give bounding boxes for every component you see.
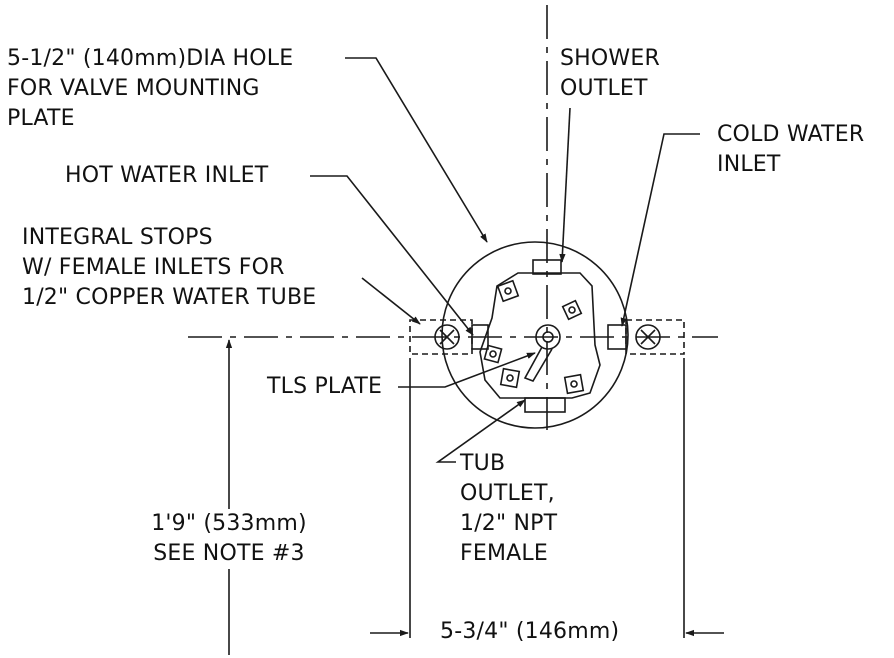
right-integral-stop <box>607 319 685 355</box>
mounting-tabs <box>483 279 585 395</box>
valve-body <box>479 272 601 399</box>
height-dimension-label: 1'9" (533mm) SEE NOTE #3 <box>140 509 318 569</box>
mounting-hole-label: 5-1/2" (140mm)DIA HOLE FOR VALVE MOUNTIN… <box>7 46 294 131</box>
leader-mounting-hole <box>345 57 488 243</box>
leader-hot-water <box>310 175 474 336</box>
tls-plate-handle <box>523 346 553 382</box>
leader-shower-outlet <box>559 107 571 263</box>
shower-outlet-port <box>532 259 562 275</box>
tls-plate-label: TLS PLATE <box>267 374 383 399</box>
valve-hub <box>535 324 561 350</box>
left-integral-stop <box>409 319 489 355</box>
mounting-hole-circle <box>441 241 629 429</box>
tub-outlet-label: TUB OUTLET, 1/2" NPT FEMALE <box>460 451 558 566</box>
leader-cold-water <box>620 133 700 327</box>
width-dimension-label: 5-3/4" (146mm) <box>440 619 620 644</box>
leader-integral-stops <box>361 277 421 325</box>
tub-outlet-port <box>524 397 566 413</box>
hot-water-inlet-label: HOT WATER INLET <box>65 163 269 188</box>
leader-tls-plate <box>398 352 536 388</box>
integral-stops-label: INTEGRAL STOPS W/ FEMALE INLETS FOR 1/2"… <box>22 225 317 310</box>
cold-water-inlet-label: COLD WATER INLET <box>717 122 865 177</box>
shower-outlet-label: SHOWER OUTLET <box>560 46 660 101</box>
leader-tub-outlet <box>435 399 526 463</box>
